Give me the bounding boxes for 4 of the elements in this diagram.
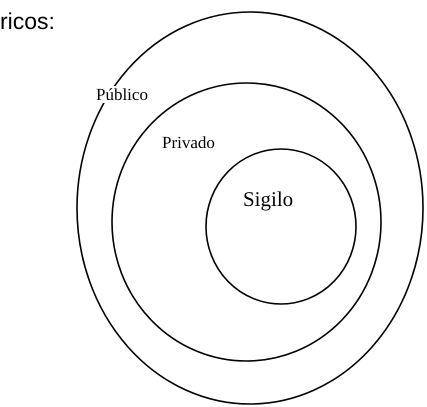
heading-fragment: ricos: (0, 10, 55, 33)
region-label: Público (96, 86, 148, 103)
region-label: Sigilo (243, 189, 294, 210)
region-label: Privado (162, 134, 215, 151)
